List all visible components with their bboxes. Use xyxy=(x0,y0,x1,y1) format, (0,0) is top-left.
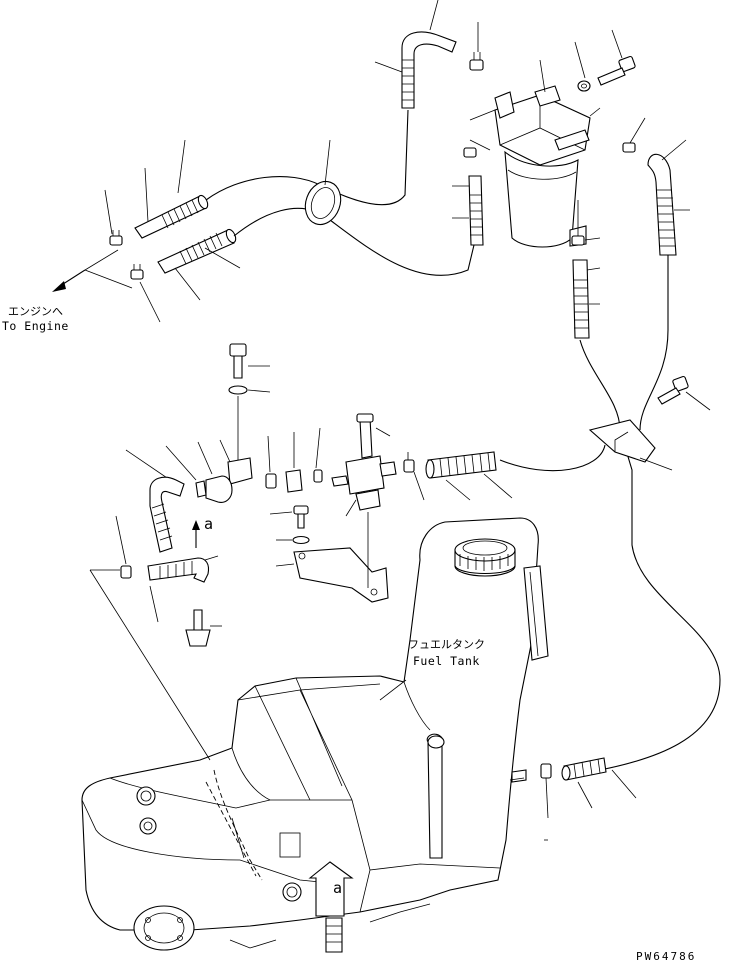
view-a-label-upper: a xyxy=(204,515,214,533)
view-arrow-a-tank xyxy=(308,861,354,917)
to-engine-label-en: To Engine xyxy=(2,319,69,333)
view-a-label-tank: a xyxy=(333,879,343,897)
engine-supply-hose-assembly xyxy=(52,109,475,323)
bolt-bracket-mid xyxy=(269,505,309,529)
hose-clip-tank-return xyxy=(540,763,552,819)
hose-clip-top xyxy=(469,22,484,71)
hose-clip-filter-drain xyxy=(571,200,601,246)
corrugated-hose-top-bend xyxy=(374,0,457,109)
washer-upper-mid xyxy=(228,385,271,395)
fuel-tank-filler-cap xyxy=(454,538,516,577)
hose-clamp-bracket xyxy=(588,419,673,471)
hose-grommet-ring xyxy=(304,180,342,226)
corrugated-hose-tank-return xyxy=(561,757,637,809)
hose-clip-filter-right xyxy=(622,117,646,153)
filter-mounting-bolt xyxy=(597,29,636,86)
hose-clip-lower-left xyxy=(130,264,144,280)
corrugated-hose-bent-lower xyxy=(147,555,219,623)
hose-clip-filter-left xyxy=(463,147,477,158)
corrugated-hose-valve-right xyxy=(425,451,513,501)
drawing-number: PW64786 xyxy=(636,950,697,963)
to-engine-label-jp: エンジンへ xyxy=(8,305,63,318)
corrugated-hose-filter-drain xyxy=(572,259,601,339)
washer-bracket-mid xyxy=(276,535,310,545)
fuel-tank-label-en: Fuel Tank xyxy=(413,654,480,668)
filter-washer xyxy=(577,80,591,92)
hose-clip-upper-left xyxy=(109,230,123,246)
corrugated-hose-lower-left xyxy=(157,228,237,274)
clamp-bolt-right xyxy=(657,375,711,411)
bolt-lower-left xyxy=(185,609,222,647)
valve-mounting-bracket xyxy=(275,512,389,603)
fuel-tank-label-jp: フュエルタンク xyxy=(408,638,485,651)
corrugated-hose-right-return xyxy=(647,139,690,256)
corrugated-hose-upper-left xyxy=(134,194,209,239)
corrugated-hose-bent-left xyxy=(149,476,185,553)
fuel-cock-assembly xyxy=(125,343,425,517)
corrugated-hose-filter-left xyxy=(452,175,484,246)
hose-clip-valve xyxy=(403,452,425,501)
bolt-upper-mid xyxy=(229,343,270,379)
fuel-filter-assembly xyxy=(469,41,601,248)
fuel-tank xyxy=(81,517,549,953)
hose-clip-lower-mid xyxy=(115,515,132,579)
view-arrow-a-upper xyxy=(192,520,200,548)
